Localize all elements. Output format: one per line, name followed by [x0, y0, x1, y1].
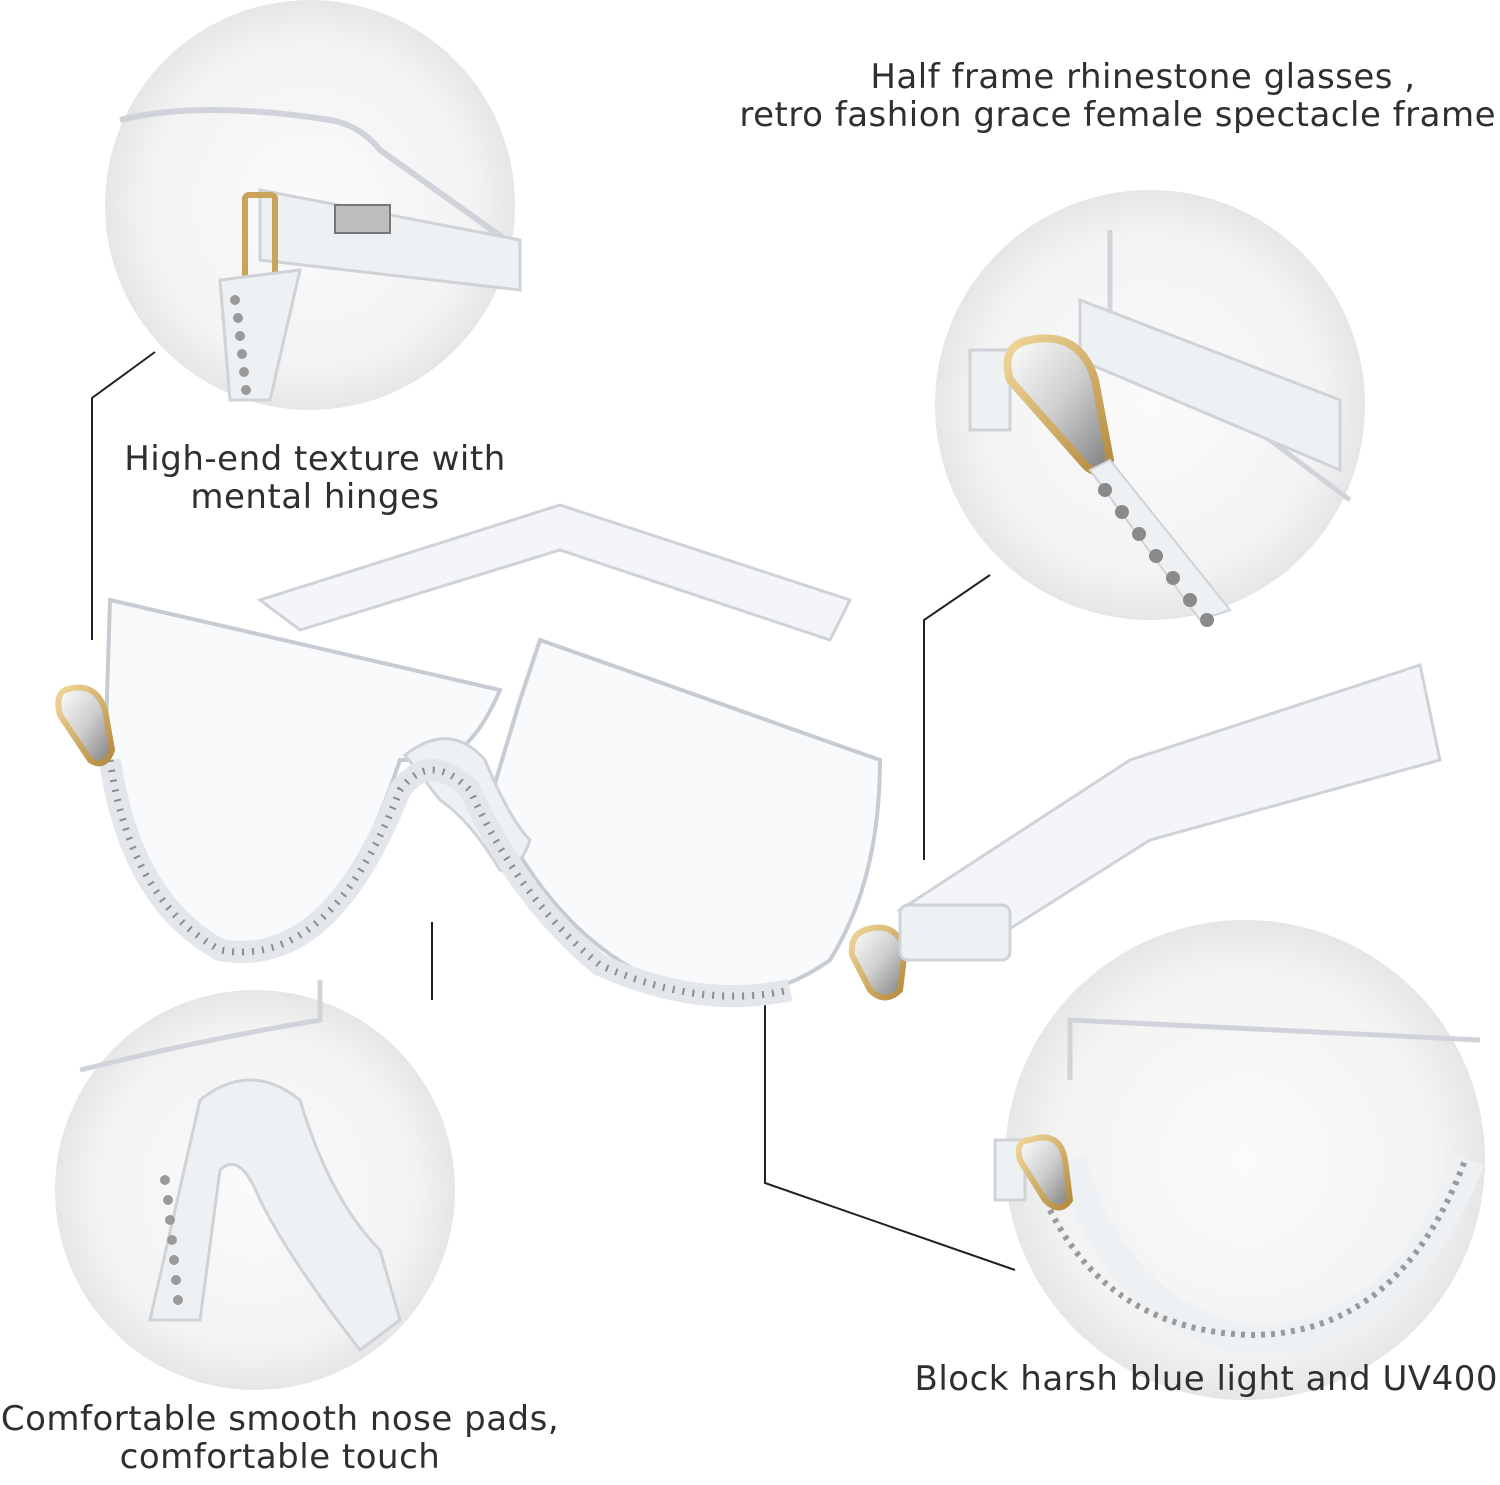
nose-line-1: Comfortable smooth nose pads,: [0, 1399, 560, 1439]
hinge-detail-circle: [105, 0, 522, 410]
nose-line-2: comfortable touch: [119, 1437, 441, 1477]
title-line-1: Half frame rhinestone glasses ,: [870, 57, 1416, 97]
leader-lines: [91, 351, 1016, 1271]
blue-light-caption: Block harsh blue light and UV400: [900, 1360, 1500, 1398]
hinge-line-1: High-end texture with: [124, 439, 506, 479]
title-line-2: retro fashion grace female spectacle fra…: [739, 95, 1496, 135]
nose-pad-caption: Comfortable smooth nose pads, comfortabl…: [0, 1400, 560, 1476]
lens-detail-circle: [993, 920, 1485, 1400]
hinge-caption: High-end texture with mental hinges: [100, 440, 530, 516]
main-glasses: [55, 503, 1442, 1008]
crystal-detail-circle: [935, 190, 1365, 627]
nose-pad-detail-circle: [55, 980, 455, 1390]
blue-line-1: Block harsh blue light and UV400: [914, 1359, 1498, 1399]
title-caption: Half frame rhinestone glasses , retro fa…: [700, 58, 1500, 134]
hinge-line-2: mental hinges: [190, 477, 440, 517]
